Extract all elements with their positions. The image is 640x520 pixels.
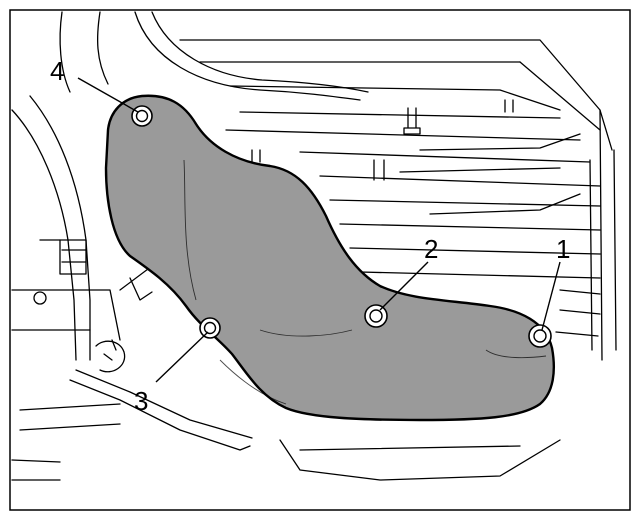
bolt-2 xyxy=(364,304,388,328)
heat-shield xyxy=(104,94,555,422)
leader-line-2 xyxy=(379,261,429,311)
transmission-background xyxy=(11,11,617,481)
leader-lines xyxy=(77,77,561,383)
leader-line-3 xyxy=(155,331,209,383)
bolt-1 xyxy=(528,324,552,348)
callout-1: 1 xyxy=(556,234,570,264)
heat-shield-contours xyxy=(183,159,547,405)
leader-line-1 xyxy=(541,261,561,331)
leader-line-4 xyxy=(77,77,139,113)
bolt-3 xyxy=(199,317,221,339)
callout-3: 3 xyxy=(134,386,148,416)
bolt-4 xyxy=(131,105,153,127)
callout-4: 4 xyxy=(50,56,64,86)
callout-2: 2 xyxy=(424,234,438,264)
